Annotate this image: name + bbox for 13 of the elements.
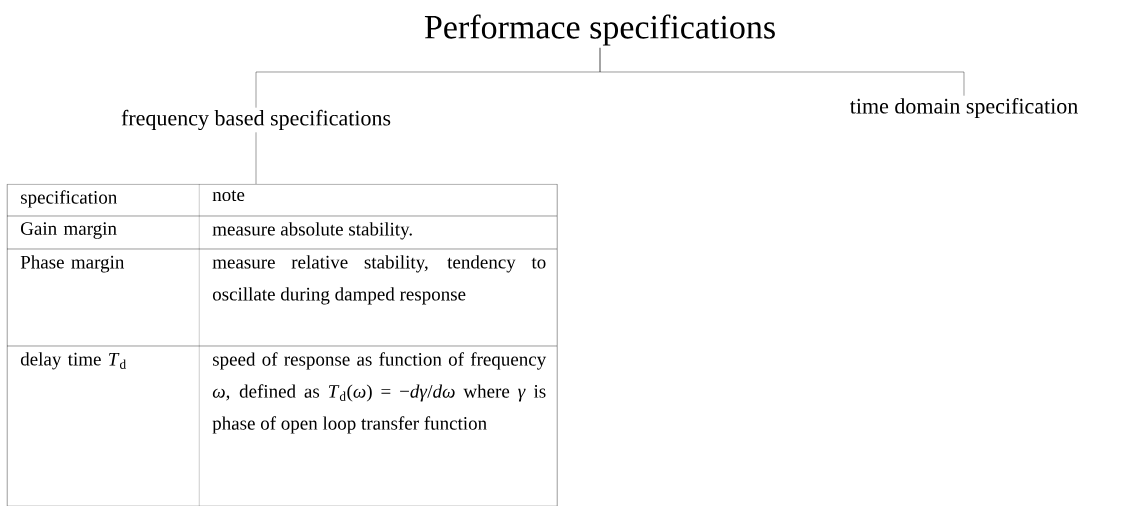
table-header: specification (21, 190, 117, 208)
table-entry: speed of response as function of frequency ω, defined as T$_{d}$(ω) = −dγ/dω where γ is phase of open loop transfer function (212, 352, 547, 434)
category-label: time domain specification (850, 97, 1078, 119)
table-entry: Gain margin (21, 222, 117, 239)
table-header: note (212, 190, 245, 202)
table-entry: delay time T$_{d}$ (20, 352, 126, 370)
connector-line (255, 132, 257, 185)
category-label: frequency based specifications (121, 109, 391, 131)
table-entry: Phase margin (20, 255, 125, 273)
table-entry: measure absolute stability. (212, 222, 412, 240)
connector-line (599, 47, 965, 96)
table-entry: measure relative stability, tendency to oscillate during damped response (212, 255, 546, 305)
title: Performace specifications (424, 14, 775, 46)
